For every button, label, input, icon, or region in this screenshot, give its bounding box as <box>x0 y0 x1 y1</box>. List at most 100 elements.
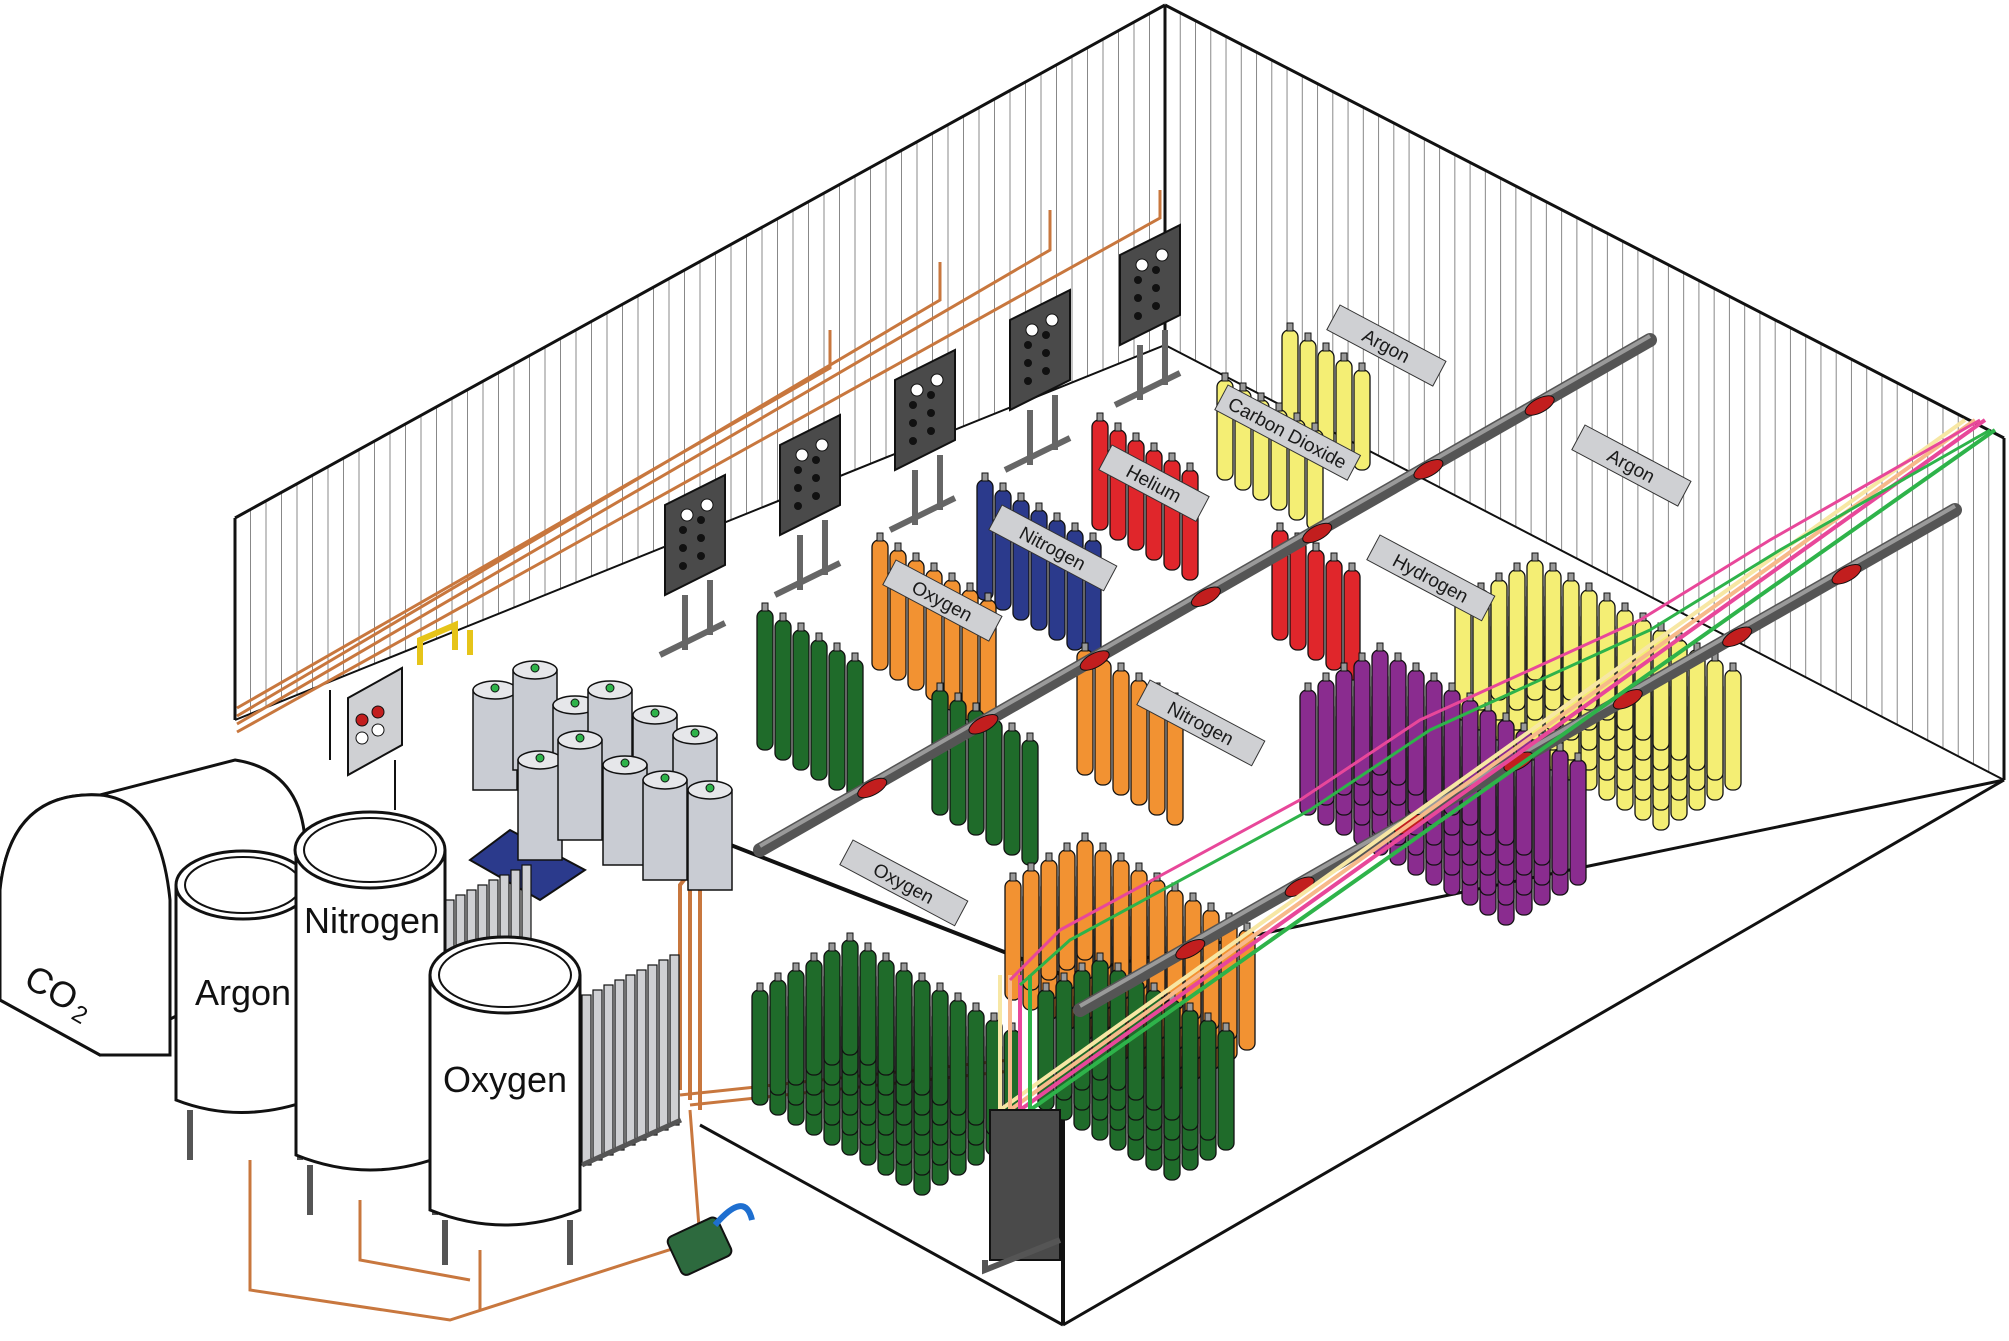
gas-cylinder <box>1217 1029 1235 1151</box>
gas-cylinder <box>949 999 967 1116</box>
manifold-panel <box>888 348 957 533</box>
manifold-port <box>1042 331 1050 339</box>
nitrogen-tank-label: Nitrogen <box>304 900 440 941</box>
gas-cylinder <box>1021 739 1039 866</box>
cylinder-valve <box>1081 832 1089 842</box>
manifold-stand <box>888 455 957 533</box>
cylinder-valve <box>756 982 764 992</box>
dewar <box>642 770 688 881</box>
cylinder-valve <box>1574 752 1582 762</box>
cylinder-valve <box>1495 572 1503 582</box>
rail-back <box>753 333 1657 857</box>
manifold-gauge <box>1155 248 1169 262</box>
manifold-port <box>909 401 917 409</box>
bank-oxygen-green-back <box>756 602 864 801</box>
vaporizer-fin <box>636 969 647 1141</box>
gas-cylinder <box>859 949 877 1066</box>
manifold-port <box>812 456 820 464</box>
vaporizer-fin <box>581 994 592 1166</box>
cylinder-valve <box>972 702 980 712</box>
cylinder-valve <box>984 592 992 602</box>
manifold-gauge <box>700 498 714 512</box>
cylinder-valve <box>810 952 818 962</box>
gas-cylinder <box>1562 579 1580 701</box>
rail-marker <box>1524 395 1555 416</box>
cylinder-valve <box>1135 672 1143 682</box>
cylinder-valve <box>815 632 823 642</box>
manifold-gauge <box>910 383 924 397</box>
cylinder-valve <box>1729 662 1737 672</box>
gas-cylinder <box>1112 859 1130 981</box>
cylinder-valve <box>833 642 841 652</box>
cylinder-valve <box>972 1002 980 1012</box>
cylinder-valve <box>1117 852 1125 862</box>
cylinder-valve <box>1042 982 1050 992</box>
gas-cylinder <box>877 959 895 1076</box>
manifold-panel <box>773 413 842 598</box>
gas-cylinder <box>1307 549 1325 661</box>
cylinder-valve <box>792 962 800 972</box>
cylinder-valve <box>1099 842 1107 852</box>
vaporizer-fin <box>592 989 603 1161</box>
manifold-port <box>1042 367 1050 375</box>
gas-cylinder <box>1371 649 1389 776</box>
rail-marker <box>1175 939 1206 960</box>
cylinder-valve <box>1150 442 1158 452</box>
dewar <box>557 730 603 841</box>
manifold-port <box>927 427 935 435</box>
cylinder-valve <box>1221 372 1229 382</box>
cylinder-valve <box>774 972 782 982</box>
manifold-panels <box>658 223 1182 658</box>
cylinder-valve <box>1358 362 1366 372</box>
dewar-valve <box>650 708 660 718</box>
manifold-panel <box>658 473 727 658</box>
cylinder-valve <box>1520 722 1528 732</box>
cylinder-valve <box>1027 862 1035 872</box>
rail-marker <box>1831 564 1862 585</box>
gas-cylinder <box>871 539 889 671</box>
gas-cylinder <box>931 989 949 1106</box>
cylinder-valve <box>1045 852 1053 862</box>
gas-cylinder <box>1163 999 1181 1121</box>
gas-cylinder <box>1148 879 1166 1001</box>
rail-marker <box>1302 522 1333 544</box>
dewar-valve <box>705 783 715 793</box>
manifold-panel <box>1003 288 1072 473</box>
cylinder-valve <box>936 682 944 692</box>
manifold-port <box>794 466 802 474</box>
bank-argon-back <box>1281 322 1371 471</box>
cylinder-valve <box>1114 422 1122 432</box>
dewar-valve <box>530 663 540 673</box>
cylinder-valve <box>1017 492 1025 502</box>
cylinder-valve <box>1340 352 1348 362</box>
dewar-valve <box>605 683 615 693</box>
cylinder-valve <box>981 472 989 482</box>
cylinder-valve <box>851 652 859 662</box>
manifold-gauge <box>1025 323 1039 337</box>
cylinder-valve <box>1081 642 1089 652</box>
cylinder-valve <box>948 572 956 582</box>
liquid-dewars <box>468 660 733 902</box>
gas-cylinder <box>841 939 859 1056</box>
dewar-body <box>517 759 563 861</box>
cylinder-valve <box>1585 582 1593 592</box>
gas-cylinder <box>895 969 913 1086</box>
gas-cylinder <box>1724 669 1742 791</box>
dewar-valve <box>490 683 500 693</box>
cylinder-valve <box>1089 532 1097 542</box>
manifold-port <box>1024 341 1032 349</box>
cylinder-valve <box>954 992 962 1002</box>
manifold-gauge <box>1045 313 1059 327</box>
manifold-port <box>679 544 687 552</box>
cylinder-valve <box>900 962 908 972</box>
cylinder-valve <box>882 952 890 962</box>
rail-marker <box>1722 626 1753 647</box>
gas-cylinder <box>1569 759 1587 886</box>
oxygen-tank-label: Oxygen <box>443 1059 567 1100</box>
gas-cylinder <box>1076 839 1094 961</box>
manifold-port <box>927 391 935 399</box>
cylinder-valve <box>1222 1022 1230 1032</box>
cylinder-valve <box>1008 722 1016 732</box>
front-manifold-panel <box>982 1109 1062 1275</box>
gas-cylinder <box>1526 559 1544 681</box>
